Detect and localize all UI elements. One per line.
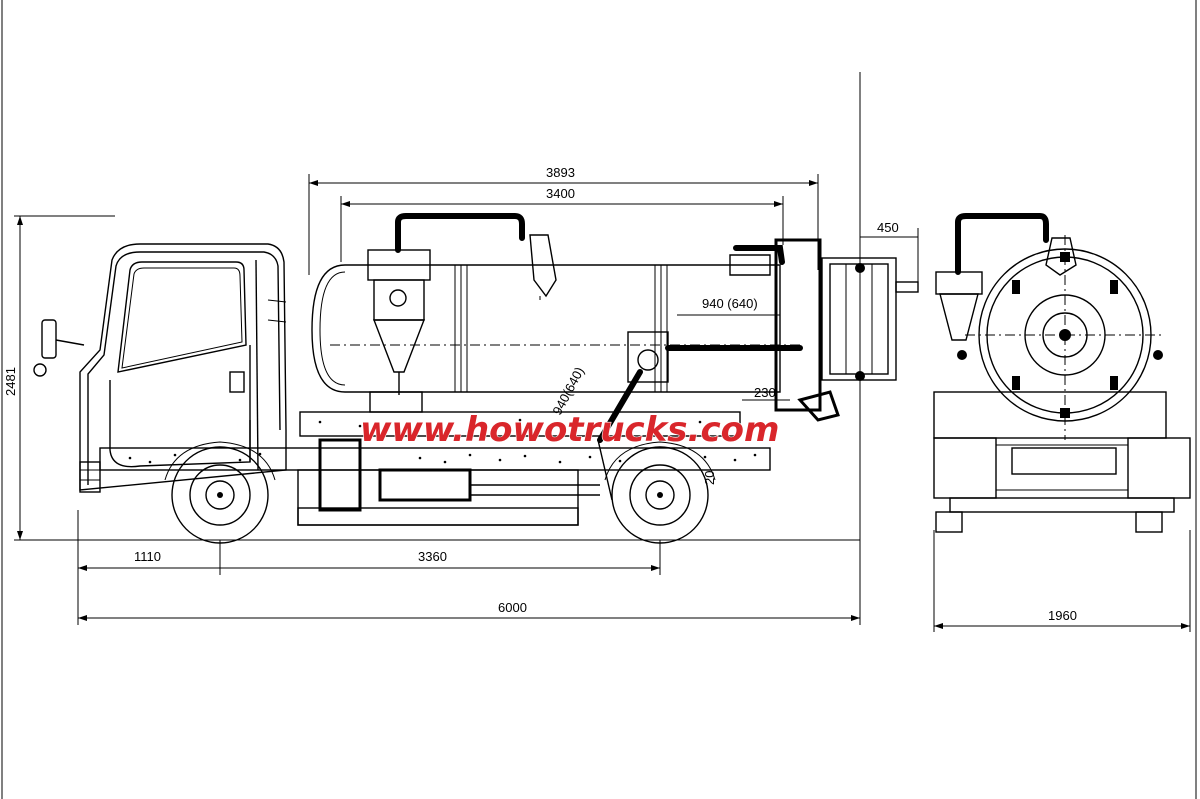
dim-overall-height: 2481 bbox=[3, 367, 18, 396]
dim-rear-overhang: 450 bbox=[877, 220, 899, 235]
dim-hose-upper: 940 (640) bbox=[702, 296, 758, 311]
cab bbox=[33, 243, 287, 493]
dimension-labels: 3893 3400 450 2481 940 (640) 940(640) 23… bbox=[3, 165, 1077, 623]
top-pipe bbox=[395, 213, 785, 300]
tool-box bbox=[297, 438, 600, 526]
dim-front-overhang: 1110 bbox=[134, 549, 161, 564]
dim-wheelbase: 3360 bbox=[418, 549, 447, 564]
vacuum-tank bbox=[311, 264, 800, 413]
front-wheel bbox=[164, 441, 276, 544]
side-view bbox=[33, 213, 919, 544]
dim-overall-length: 6000 bbox=[498, 600, 527, 615]
watermark: www.howotrucks.com bbox=[359, 409, 780, 450]
dimension-lines bbox=[14, 72, 1191, 632]
dim-tank-overall: 3893 bbox=[546, 165, 575, 180]
rear-wheel bbox=[604, 441, 716, 544]
separator bbox=[367, 249, 431, 395]
rear-door bbox=[729, 238, 919, 422]
dim-tank-body: 3400 bbox=[546, 186, 575, 201]
rear-view bbox=[933, 213, 1191, 533]
hose-assembly bbox=[597, 331, 803, 501]
watermark-text: www.howotrucks.com bbox=[360, 410, 779, 450]
dim-overall-width: 1960 bbox=[1048, 608, 1077, 623]
